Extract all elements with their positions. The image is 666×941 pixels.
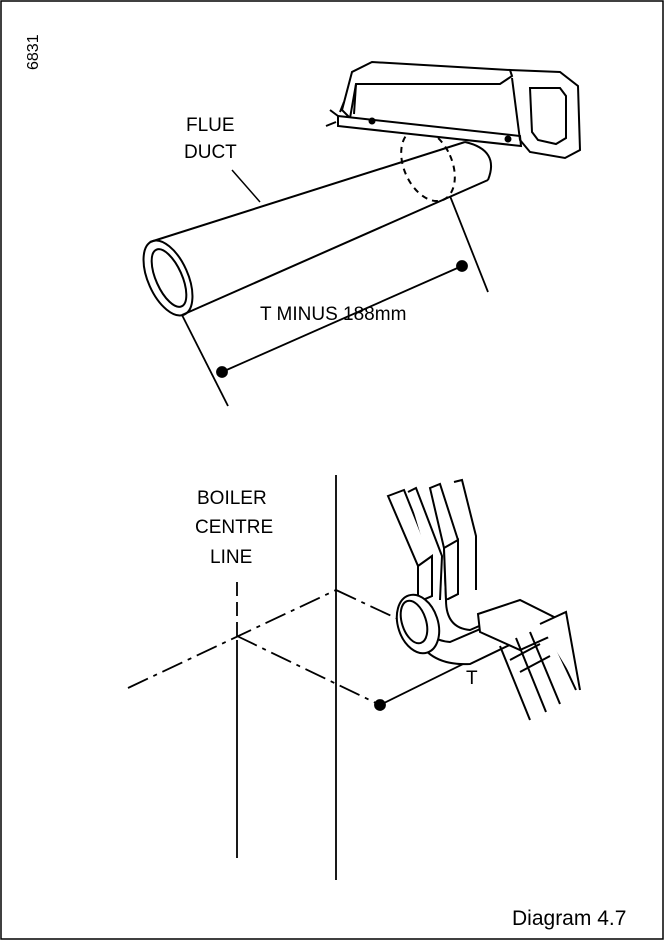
boiler-label-line3: LINE [210, 547, 252, 568]
dimension-dot-right [456, 260, 468, 272]
flue-duct-label-line1: FLUE [186, 115, 235, 136]
dimension-t-minus-188 [181, 195, 489, 407]
hacksaw-icon [325, 60, 582, 160]
flue-duct-end-outer [142, 239, 194, 317]
extension-line-left [181, 314, 229, 407]
flue-duct-bottom-edge [181, 179, 489, 316]
boiler-elbow-assembly [386, 478, 581, 721]
t-dot-left [374, 699, 386, 711]
flue-duct-far-end [464, 141, 493, 181]
diagram-caption: Diagram 4.7 [512, 907, 626, 930]
flue-duct-top-edge [149, 141, 466, 243]
measurement-label: T MINUS 188mm [260, 304, 406, 325]
extension-line-right [449, 195, 489, 293]
t-label: T [466, 668, 478, 689]
boiler-centre-line [127, 475, 542, 880]
boiler-label-line2: CENTRE [195, 517, 273, 538]
flue-duct-end-inner [150, 248, 188, 308]
flue-leader-line [231, 169, 261, 203]
dimension-dot-left [216, 366, 228, 378]
dimension-line [221, 265, 463, 373]
figure-number: 6831 [25, 34, 42, 70]
boiler-label-line1: BOILER [197, 488, 267, 509]
flue-duct [142, 127, 493, 317]
flue-duct-label-line2: DUCT [184, 142, 237, 163]
